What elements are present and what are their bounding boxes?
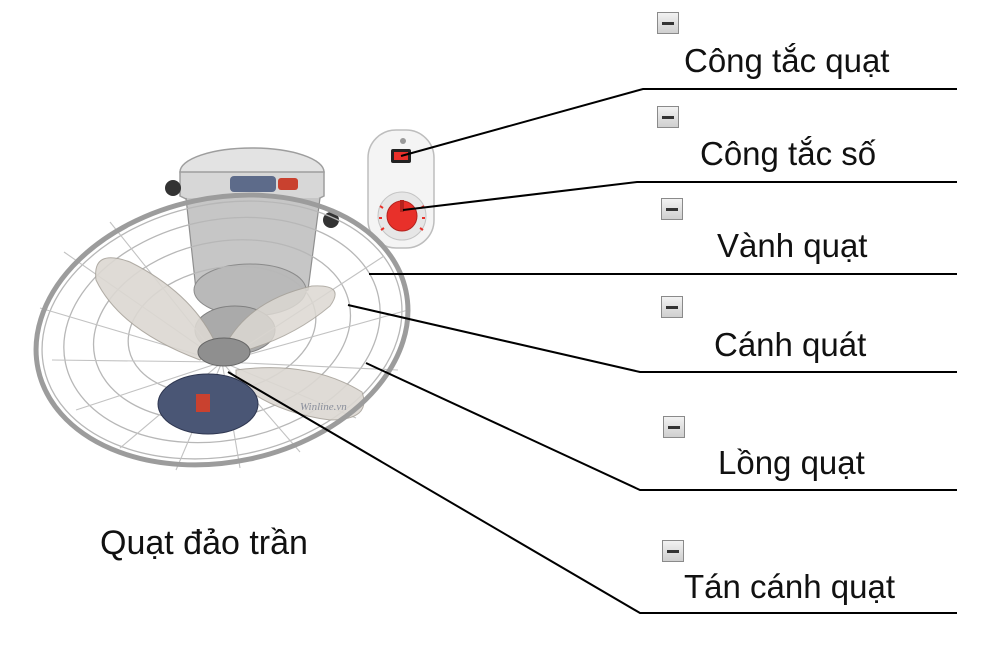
part-label-blade-cap: Tán cánh quạt	[684, 568, 895, 605]
part-label-blades: Cánh quát	[714, 326, 867, 363]
fan-rim	[33, 192, 411, 468]
control-panel	[367, 129, 435, 249]
collapse-icon[interactable]	[657, 12, 679, 34]
diagram-caption: Quạt đảo trần	[100, 524, 308, 562]
leader-line-6	[227, 371, 957, 614]
collapse-icon[interactable]	[661, 296, 683, 318]
leader-line-5	[365, 362, 957, 491]
fan-blades	[95, 257, 365, 421]
leader-line-2	[402, 181, 957, 211]
collapse-icon[interactable]	[662, 540, 684, 562]
watermark: Winline.vn	[300, 401, 347, 413]
collapse-icon[interactable]	[661, 198, 683, 220]
leader-line-4	[347, 304, 957, 373]
leader-lines	[227, 88, 957, 614]
collapse-icon[interactable]	[657, 106, 679, 128]
part-label-cage: Lồng quạt	[718, 444, 865, 481]
leader-line-1	[400, 88, 957, 157]
part-label-speed-switch: Công tắc số	[700, 135, 877, 172]
part-label-fan-switch: Công tắc quạt	[684, 42, 890, 79]
blade-cap	[157, 337, 259, 435]
collapse-icon[interactable]	[663, 416, 685, 438]
part-label-rim: Vành quạt	[717, 227, 868, 264]
